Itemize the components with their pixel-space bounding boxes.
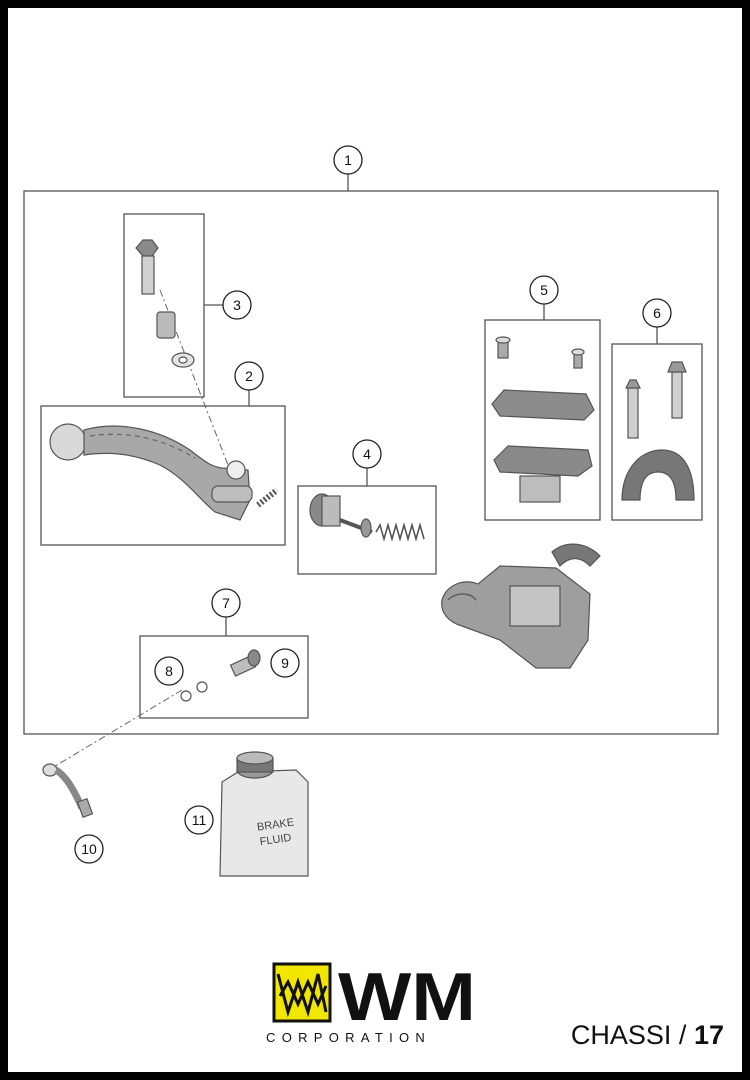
wm-corporation-logo: WM xyxy=(272,959,476,1035)
part-5-reservoir-cover xyxy=(491,336,595,503)
group-box-5 xyxy=(484,319,601,521)
callout-8: 8 xyxy=(165,663,173,679)
assembly-frame-1 xyxy=(23,190,719,735)
brand-mark-text: WM xyxy=(338,959,476,1035)
section-label: CHASSI / xyxy=(570,1020,687,1050)
group-box-7 xyxy=(139,635,309,719)
callout-7: 7 xyxy=(222,595,230,611)
callout-11: 11 xyxy=(192,812,207,828)
part-3-bolt-set xyxy=(135,239,195,368)
part-9-banjo-bolt xyxy=(229,649,261,677)
part-2-brake-lever xyxy=(49,423,279,521)
brand-subtitle: CORPORATION xyxy=(266,1030,432,1045)
page-footer-label: CHASSI / 17 xyxy=(571,1020,724,1051)
callout-2: 2 xyxy=(245,368,253,384)
callout-1: 1 xyxy=(344,152,352,168)
page-number: 17 xyxy=(693,1020,724,1050)
callout-10: 10 xyxy=(81,841,97,857)
callout-6: 6 xyxy=(653,305,661,321)
part-10-brake-hose xyxy=(42,763,94,818)
part-8-sealing-washers xyxy=(180,681,208,702)
part-4-piston-kit xyxy=(309,493,425,542)
bottle-label-line1: BRAKE xyxy=(256,816,295,833)
bottle-label-line2: FLUID xyxy=(259,832,292,848)
callout-4: 4 xyxy=(363,446,371,462)
callout-3: 3 xyxy=(233,297,241,313)
part-6-handlebar-clamp xyxy=(621,361,695,501)
group-box-2 xyxy=(40,405,286,546)
callout-9: 9 xyxy=(281,655,289,671)
catalog-page xyxy=(8,8,742,1072)
master-cylinder-body xyxy=(441,543,601,669)
group-box-3 xyxy=(123,213,205,398)
part-11-brake-fluid-bottle: BRAKE FLUID xyxy=(219,751,309,877)
callout-5: 5 xyxy=(540,282,548,298)
